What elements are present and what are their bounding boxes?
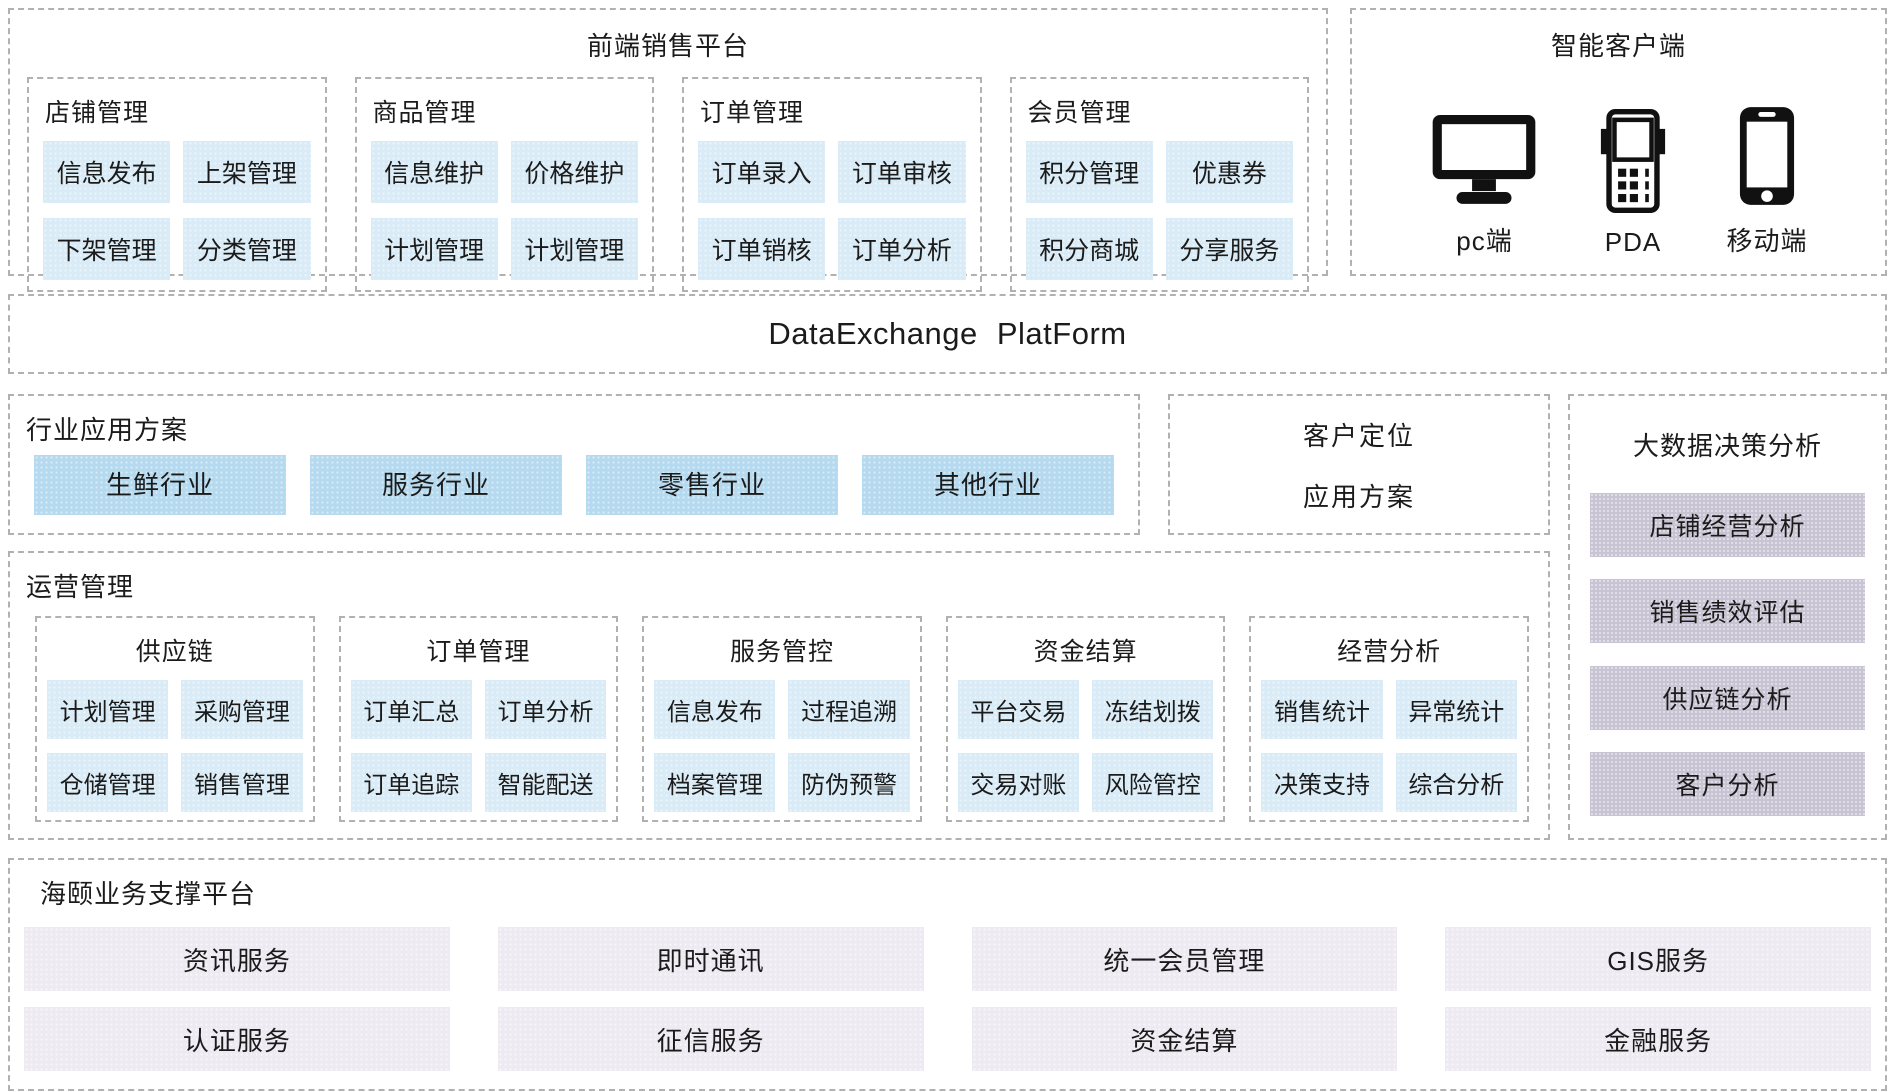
- device-pda: PDA: [1599, 109, 1667, 258]
- module-chip: 分类管理: [183, 218, 311, 280]
- group-title: 会员管理: [1027, 99, 1132, 127]
- smart-client-title: 智能客户端: [1550, 31, 1686, 61]
- device-pc: pc端: [1429, 111, 1539, 258]
- module-chip: 决策支持: [1261, 753, 1383, 812]
- group-box-store-management: 店铺管理 信息发布 上架管理 下架管理 分类管理: [27, 77, 327, 292]
- group-title: 订单管理: [426, 638, 531, 666]
- service-chip: 即时通讯: [497, 927, 924, 991]
- operations-title: 运营管理: [26, 572, 135, 602]
- module-chip: 下架管理: [43, 218, 171, 280]
- device-label: PDA: [1604, 227, 1662, 257]
- group-box-member-management: 会员管理 积分管理 优惠券 积分商城 分享服务: [1009, 77, 1309, 292]
- device-label: pc端: [1456, 226, 1513, 256]
- group-title: 经营分析: [1337, 638, 1442, 666]
- top-row: 前端销售平台 店铺管理 信息发布 上架管理 下架管理 分类管理 商品管理 信息维…: [8, 8, 1887, 292]
- module-chip: 订单销核: [698, 218, 826, 280]
- analysis-chip: 店铺经营分析: [1590, 493, 1865, 558]
- group-box-fund-settlement: 资金结算 平台交易 冻结划拨 交易对账 风险管控: [945, 616, 1226, 822]
- module-chip: 仓储管理: [47, 753, 169, 812]
- pda-icon: [1599, 109, 1667, 213]
- module-chip: 采购管理: [181, 680, 303, 739]
- analysis-chip: 客户分析: [1590, 751, 1865, 816]
- middle-area: 行业应用方案 生鲜行业 服务行业 零售行业 其他行业 客户定位 应用方案 运营管…: [8, 394, 1887, 840]
- module-chip: 价格维护: [510, 141, 638, 203]
- service-chip: 金融服务: [1445, 1007, 1871, 1071]
- front-sales-platform-panel: 前端销售平台 店铺管理 信息发布 上架管理 下架管理 分类管理 商品管理 信息维…: [8, 8, 1328, 292]
- module-chip: 订单审核: [838, 141, 966, 203]
- group-box-order-management: 订单管理 订单录入 订单审核 订单销核 订单分析: [682, 77, 982, 292]
- module-chip: 风险管控: [1092, 753, 1214, 812]
- customer-positioning-line1: 客户定位: [1302, 420, 1415, 451]
- module-chip: 计划管理: [510, 218, 638, 280]
- support-platform-panel: 海颐业务支撑平台 资讯服务 即时通讯 统一会员管理 GIS服务 认证服务 征信服…: [8, 858, 1887, 1091]
- operations-panel: 运营管理 供应链 计划管理 采购管理 仓储管理 销售管理 订单管理: [8, 551, 1550, 840]
- module-chip: 平台交易: [957, 680, 1080, 739]
- service-chip: GIS服务: [1445, 927, 1871, 991]
- big-data-analysis-panel: 大数据决策分析 店铺经营分析 销售绩效评估 供应链分析 客户分析: [1568, 394, 1887, 840]
- customer-positioning-panel: 客户定位 应用方案: [1168, 394, 1550, 535]
- mobile-icon: [1738, 105, 1796, 207]
- service-chip: 资金结算: [971, 1007, 1398, 1071]
- group-title: 服务管控: [729, 638, 834, 666]
- device-mobile: 移动端: [1726, 105, 1807, 258]
- module-chip: 防伪预警: [788, 753, 910, 812]
- group-title: 订单管理: [700, 99, 805, 127]
- group-box-business-analysis: 经营分析 销售统计 异常统计 决策支持 综合分析: [1249, 616, 1529, 822]
- module-chip: 信息维护: [370, 141, 498, 203]
- big-data-analysis-title: 大数据决策分析: [1632, 431, 1822, 461]
- module-chip: 信息发布: [654, 680, 776, 739]
- module-chip: 计划管理: [47, 680, 169, 739]
- service-chip: 认证服务: [24, 1007, 450, 1071]
- group-box-product-management: 商品管理 信息维护 价格维护 计划管理 计划管理: [354, 77, 654, 292]
- industry-chip: 其他行业: [862, 455, 1114, 515]
- module-chip: 智能配送: [484, 753, 607, 812]
- module-chip: 销售管理: [181, 753, 303, 812]
- module-chip: 计划管理: [370, 218, 498, 280]
- group-box-supply-chain: 供应链 计划管理 采购管理 仓储管理 销售管理: [35, 616, 315, 822]
- front-sales-platform-title: 前端销售平台: [586, 31, 749, 61]
- group-title: 商品管理: [372, 99, 477, 127]
- module-chip: 上架管理: [183, 141, 311, 203]
- device-label: 移动端: [1726, 226, 1808, 256]
- industry-chip: 零售行业: [586, 455, 838, 515]
- module-chip: 过程追溯: [788, 680, 910, 739]
- group-title: 资金结算: [1033, 638, 1138, 666]
- module-chip: 异常统计: [1395, 680, 1517, 739]
- support-platform-title: 海颐业务支撑平台: [40, 879, 257, 909]
- pc-icon: [1429, 111, 1539, 207]
- customer-positioning-line2: 应用方案: [1302, 481, 1415, 512]
- group-title: 店铺管理: [45, 99, 150, 127]
- module-chip: 积分管理: [1025, 141, 1153, 203]
- module-chip: 订单追踪: [350, 753, 472, 812]
- module-chip: 积分商城: [1025, 218, 1153, 280]
- group-title: 供应链: [135, 638, 214, 666]
- group-box-service-control: 服务管控 信息发布 过程追溯 档案管理 防伪预警: [642, 616, 922, 822]
- data-exchange-bar: DataExchange PlatForm: [8, 294, 1887, 374]
- service-chip: 征信服务: [497, 1007, 924, 1071]
- smart-client-panel: 智能客户端 pc端: [1350, 8, 1887, 276]
- industry-chip: 生鲜行业: [34, 455, 286, 515]
- module-chip: 交易对账: [957, 753, 1080, 812]
- industry-solutions-title: 行业应用方案: [26, 415, 189, 445]
- module-chip: 信息发布: [43, 141, 171, 203]
- module-chip: 冻结划拨: [1092, 680, 1214, 739]
- data-exchange-title: DataExchange PlatForm: [768, 316, 1127, 351]
- service-chip: 资讯服务: [24, 927, 450, 991]
- front-sales-groups: 店铺管理 信息发布 上架管理 下架管理 分类管理 商品管理 信息维护 价格维护 …: [27, 77, 1309, 292]
- service-chip: 统一会员管理: [971, 927, 1398, 991]
- module-chip: 档案管理: [654, 753, 776, 812]
- module-chip: 优惠券: [1165, 141, 1293, 203]
- industry-chip: 服务行业: [310, 455, 562, 515]
- industry-solutions-panel: 行业应用方案 生鲜行业 服务行业 零售行业 其他行业: [8, 394, 1140, 535]
- module-chip: 订单分析: [484, 680, 607, 739]
- analysis-chip: 供应链分析: [1590, 665, 1865, 730]
- module-chip: 分享服务: [1165, 218, 1293, 280]
- module-chip: 订单汇总: [350, 680, 472, 739]
- analysis-chip: 销售绩效评估: [1590, 579, 1865, 644]
- group-box-order-mgmt: 订单管理 订单汇总 订单分析 订单追踪 智能配送: [338, 616, 619, 822]
- module-chip: 销售统计: [1261, 680, 1383, 739]
- module-chip: 订单分析: [838, 218, 966, 280]
- module-chip: 综合分析: [1395, 753, 1517, 812]
- module-chip: 订单录入: [698, 141, 826, 203]
